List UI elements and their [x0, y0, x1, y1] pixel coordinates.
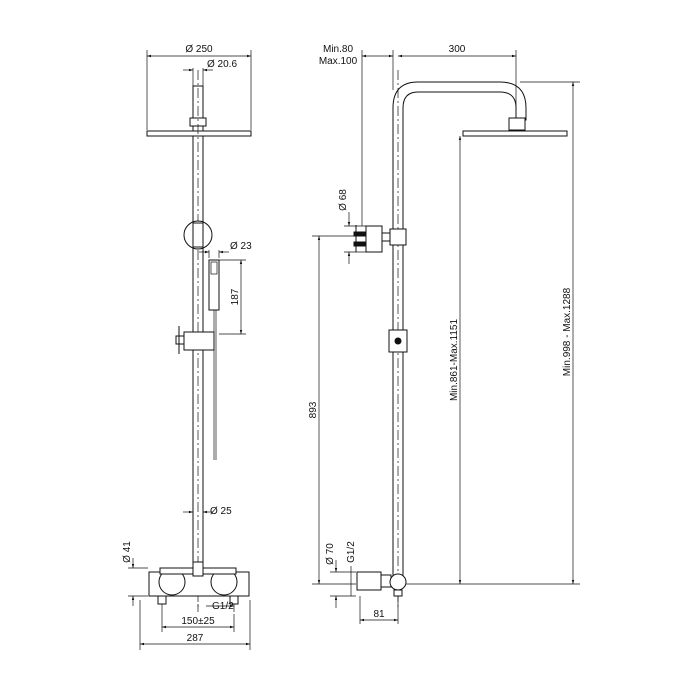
side-arm: [392, 81, 527, 233]
dim-bracket-diameter: Ø 68: [338, 189, 349, 211]
dim-hand-diameter: Ø 23: [230, 241, 252, 252]
front-hand-shower: [208, 259, 220, 311]
dim-head-diameter: Ø 250: [185, 44, 213, 55]
dim-hand-length: 187: [230, 288, 241, 305]
dim-mixer-width: 287: [187, 633, 204, 644]
front-view: [146, 70, 252, 610]
dim-mixer-diameter: Ø 70: [325, 543, 336, 565]
dim-riser-diameter: Ø 25: [210, 506, 232, 517]
dim-wall-max: Max.100: [319, 56, 358, 67]
dim-mixer-height: Ø 41: [122, 541, 133, 563]
dim-mixer-depth: 81: [373, 609, 385, 620]
dim-front-thread: G1/2: [212, 601, 234, 612]
dim-arm-length: 300: [449, 44, 466, 55]
dim-centers: 150±25: [181, 616, 215, 627]
side-wall-bracket: [353, 225, 407, 253]
dimensions: Ø 250 Ø 20.6 Ø 23 187 Ø 25 Ø 41 G1/2: [122, 44, 580, 650]
dim-total-range: Min.998 - Max.1288: [562, 287, 573, 376]
dim-arm-diameter: Ø 20.6: [207, 59, 237, 70]
side-shower-head: [462, 130, 568, 137]
front-shower-head: [146, 130, 252, 137]
dim-head-range: Min.861-Max.1151: [449, 319, 460, 402]
front-slider: [183, 331, 215, 351]
side-view: [353, 70, 568, 610]
side-mixer: [356, 571, 407, 597]
dim-bracket-height: 893: [308, 401, 319, 418]
front-mixer: [148, 561, 250, 605]
dim-wall-min: Min.80: [323, 44, 353, 55]
dim-side-thread: G1/2: [346, 541, 357, 563]
